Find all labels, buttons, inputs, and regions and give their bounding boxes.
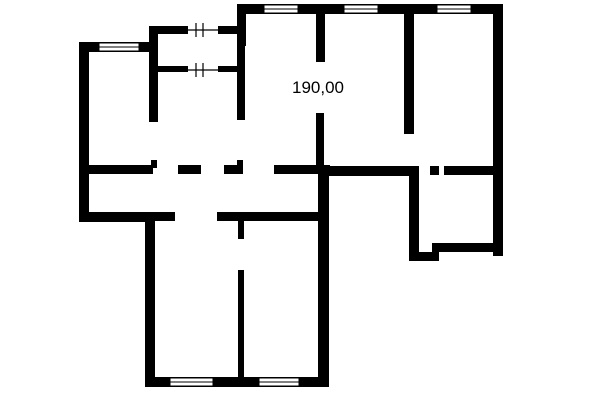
window-left-wing [98, 42, 140, 52]
wall-partition-1 [316, 4, 325, 62]
vents [188, 23, 218, 77]
wall-bath-right [237, 34, 245, 120]
wall-corridor-6 [444, 166, 497, 175]
wall-annex-bottom [432, 243, 503, 252]
wall-annex-left [409, 166, 419, 261]
interior-walls [83, 4, 497, 380]
wall-top-main-left [237, 4, 246, 46]
window-top-3 [436, 4, 472, 14]
wall-partition-2 [404, 4, 414, 134]
wall-corridor-1 [83, 165, 153, 174]
area-label: 190,00 [292, 78, 344, 97]
window-top-1 [263, 4, 299, 14]
wall-stub-b [237, 160, 243, 168]
wall-corridor-5 [325, 166, 415, 176]
wall-left-wing-outer [79, 42, 89, 222]
window-bottom-2 [258, 377, 300, 387]
wall-right-outer [493, 4, 503, 256]
outer-walls [79, 4, 503, 387]
vent-lower [188, 63, 218, 77]
wall-stub-a [151, 160, 157, 168]
wall-bath-left [149, 26, 158, 122]
wall-lower-left [145, 212, 155, 387]
wall-lower-divider [238, 270, 244, 380]
wall-lower-top-2 [217, 212, 321, 221]
window-top-2 [343, 4, 379, 14]
wall-corridor-3 [224, 165, 243, 174]
wall-partition-1-lower [316, 113, 324, 173]
wall-corridor-2 [178, 165, 201, 174]
wall-lower-bottom [145, 377, 329, 387]
wall-corridor-4 [274, 165, 330, 174]
wall-lower-top-1 [145, 212, 175, 221]
wall-left-wing-bottom [79, 212, 155, 222]
wall-lower-right [318, 166, 329, 387]
wall-lower-divider-stub [238, 221, 244, 239]
wall-corridor-stub [430, 166, 439, 175]
windows [98, 4, 472, 387]
vent-upper [188, 23, 218, 37]
wall-annex-foot [409, 252, 439, 261]
window-bottom-1 [169, 377, 214, 387]
